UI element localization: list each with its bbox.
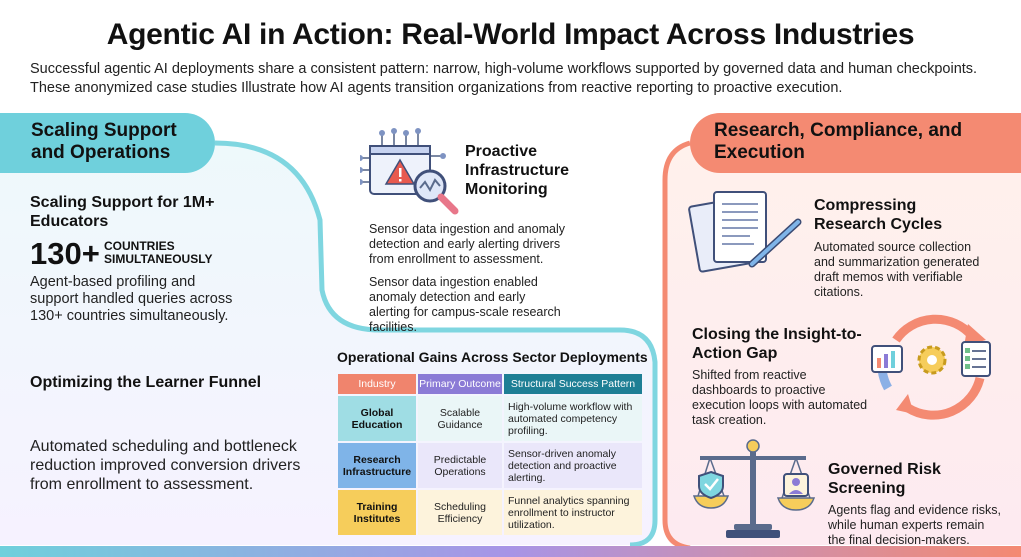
- section-pill-scaling-support: Scaling Support and Operations: [0, 113, 215, 173]
- funnel-body: Automated scheduling and bottleneck redu…: [30, 438, 301, 493]
- section-pill-label: Scaling Support and Operations: [31, 120, 177, 163]
- table-header-cell: Structural Success Pattern: [504, 374, 642, 394]
- table-cell-outcome: Scalable Guidance: [418, 396, 502, 441]
- magnifier-icon: [413, 169, 459, 215]
- intro-paragraph: Successful agentic AI deployments share …: [30, 61, 978, 96]
- table-cell-industry: Training Institutes: [338, 490, 416, 535]
- support-heading: Scaling Support for 1M+ Educators: [30, 194, 215, 230]
- stat-caption: COUNTRIES SIMULTANEOUSLY: [104, 239, 213, 266]
- table-header-cell: Primary Outcome: [418, 374, 502, 394]
- table-cell-pattern: High-volume workflow with automated comp…: [504, 396, 642, 441]
- gap-heading: Closing the Insight-to-Action Gap: [692, 326, 862, 362]
- section-pill-research-compliance: Research, Compliance, and Execution: [690, 113, 1021, 173]
- table-row: Research Infrastructure Predictable Oper…: [338, 443, 642, 488]
- table-header-row: Industry Primary Outcome Structural Succ…: [338, 374, 642, 394]
- funnel-heading: Optimizing the Learner Funnel: [30, 374, 262, 391]
- research-body: Automated source collection and summariz…: [814, 240, 980, 299]
- table-cell-industry: Global Education: [338, 396, 416, 441]
- table-cell-pattern: Sensor-driven anomaly detection and proa…: [504, 443, 642, 488]
- table-cell-outcome: Predictable Operations: [418, 443, 502, 488]
- research-heading: Compressing Research Cycles: [814, 197, 943, 233]
- table-title: Operational Gains Across Sector Deployme…: [337, 349, 648, 365]
- table-cell-pattern: Funnel analytics spanning enrollment to …: [504, 490, 642, 535]
- risk-heading: Governed Risk Screening: [828, 461, 941, 497]
- monitor-body-1: Sensor data ingestion and anomaly detect…: [369, 222, 565, 266]
- support-body: Agent-based profiling and support handle…: [30, 274, 233, 324]
- monitor-body-2: Sensor data ingestion enabled anomaly de…: [369, 275, 561, 334]
- documents-pen-icon: [688, 191, 802, 273]
- section-pill-label: Research, Compliance, and Execution: [714, 120, 963, 163]
- monitor-heading: Proactive Infrastructure Monitoring: [465, 143, 570, 198]
- cycle-dashboard-icon: [871, 314, 991, 420]
- gap-body: Shifted from reactive dashboards to proa…: [692, 368, 868, 427]
- risk-body: Agents flag and evidence risks, while hu…: [828, 503, 1002, 547]
- stat-value: 130+: [30, 236, 100, 271]
- operational-gains-table: Industry Primary Outcome Structural Succ…: [336, 372, 644, 537]
- scales-icon: [692, 439, 816, 538]
- table-row: Training Institutes Scheduling Efficienc…: [338, 490, 642, 535]
- table-header-cell: Industry: [338, 374, 416, 394]
- page-title: Agentic AI in Action: Real-World Impact …: [106, 18, 915, 51]
- table-row: Global Education Scalable Guidance High-…: [338, 396, 642, 441]
- table-cell-industry: Research Infrastructure: [338, 443, 416, 488]
- table-cell-outcome: Scheduling Efficiency: [418, 490, 502, 535]
